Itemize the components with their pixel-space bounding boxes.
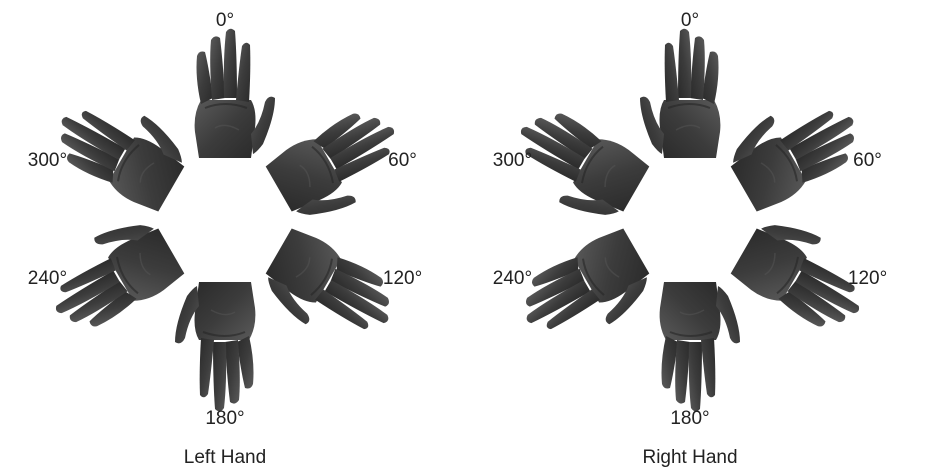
angle-label-120: 120° — [383, 268, 422, 290]
angle-label-180: 180° — [205, 408, 244, 430]
left-hand-caption: Left Hand — [184, 447, 266, 469]
right-hand-caption: Right Hand — [642, 447, 737, 469]
left-hand-diagram: 0° 60° 120° 180° 240° 300° Left Hand — [0, 0, 465, 465]
right-hand-rotation-set — [465, 0, 930, 465]
angle-label-0: 0° — [216, 10, 234, 32]
hand-0-icon — [640, 29, 720, 158]
angle-label-240: 240° — [493, 268, 532, 290]
angle-label-60: 60° — [388, 150, 417, 172]
angle-label-300: 300° — [28, 150, 67, 172]
hand-180-icon — [660, 282, 740, 411]
angle-label-240: 240° — [28, 268, 67, 290]
hand-180-icon — [175, 282, 255, 411]
hand-240-icon — [509, 225, 661, 359]
angle-label-0: 0° — [681, 10, 699, 32]
angle-label-120: 120° — [848, 268, 887, 290]
hand-60-icon — [719, 81, 871, 215]
hand-120-icon — [254, 225, 406, 359]
hand-300-icon — [44, 81, 196, 215]
left-hand-rotation-set — [0, 0, 465, 465]
angle-label-60: 60° — [853, 150, 882, 172]
right-hand-diagram: 0° 60° 120° 180° 240° 300° Right Hand — [465, 0, 930, 465]
angle-label-180: 180° — [670, 408, 709, 430]
angle-label-300: 300° — [493, 150, 532, 172]
hand-0-icon — [195, 29, 275, 158]
